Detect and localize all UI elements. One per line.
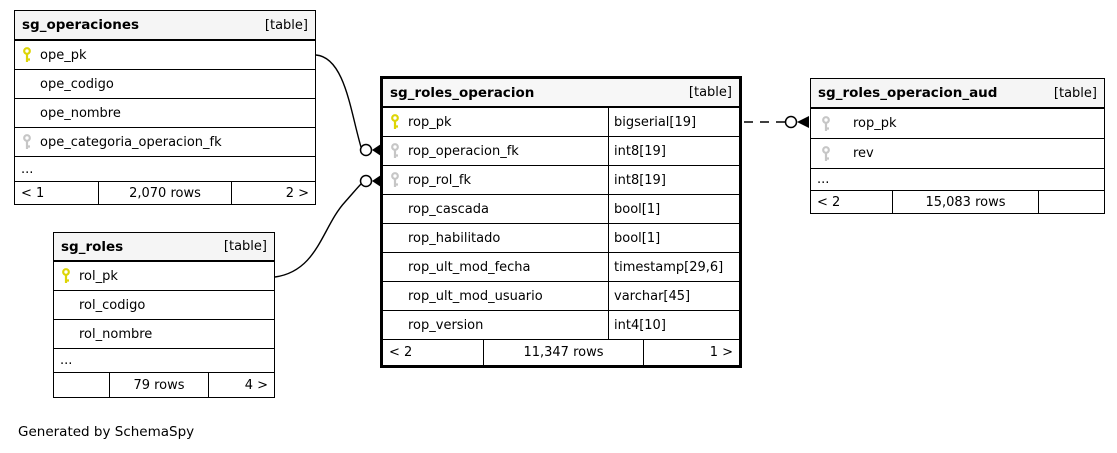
column-type: bool[1] — [608, 195, 739, 223]
column-name: rop_ult_mod_usuario — [408, 288, 543, 304]
table-header: sg_roles [table] — [54, 233, 274, 262]
child-tables-count: 2 > — [231, 182, 315, 204]
table-sg-roles[interactable]: sg_roles [table] rol_pk rol_codigo rol_n… — [53, 232, 275, 398]
column-row-rop-pk: rop_pk bigserial[19] — [383, 108, 739, 137]
table-type-badge: [table] — [688, 85, 732, 100]
table-title: sg_roles_operacion_aud — [818, 85, 998, 101]
table-header: sg_roles_operacion_aud [table] — [811, 79, 1104, 109]
parent-tables-count — [54, 373, 109, 397]
table-footer: < 1 2,070 rows 2 > — [15, 182, 315, 204]
child-tables-count: 1 > — [643, 340, 739, 365]
column-row-rop-version: rop_version int4[10] — [383, 311, 739, 340]
column-name: rol_codigo — [79, 297, 146, 313]
column-row-rop-operacion-fk: rop_operacion_fk int8[19] — [383, 137, 739, 166]
row-count: 15,083 rows — [892, 191, 1038, 213]
column-row-rop-pk: rop_pk — [811, 109, 1104, 139]
column-row-ope-nombre: ope_nombre — [15, 99, 315, 128]
column-row-rop-ult-mod-fecha: rop_ult_mod_fecha timestamp[29,6] — [383, 253, 739, 282]
primary-key-icon — [62, 268, 70, 283]
column-name: rop_cascada — [408, 201, 489, 217]
table-title: sg_roles_operacion — [390, 84, 535, 101]
connector-arrow-icon — [797, 116, 809, 128]
table-sg-roles-operacion[interactable]: sg_roles_operacion [table] rop_pk bigser… — [380, 76, 742, 368]
column-name: rev — [853, 146, 874, 161]
table-footer: < 2 15,083 rows — [811, 191, 1104, 213]
column-name: rop_pk — [408, 114, 452, 130]
table-header: sg_operaciones [table] — [15, 11, 315, 41]
column-row-rol-codigo: rol_codigo — [54, 291, 274, 320]
connector-circle-icon — [359, 174, 373, 188]
column-name: ope_codigo — [40, 76, 114, 92]
column-row-ope-codigo: ope_codigo — [15, 70, 315, 99]
column-name: rol_nombre — [79, 326, 153, 342]
child-tables-count — [1038, 191, 1104, 213]
primary-key-icon — [391, 114, 399, 129]
foreign-key-icon — [391, 143, 399, 158]
column-type: varchar[45] — [608, 282, 739, 310]
row-count: 79 rows — [109, 373, 208, 397]
table-type-badge: [table] — [1053, 85, 1097, 101]
implied-connector-roles-operacion-to-aud — [744, 115, 809, 129]
more-columns-ellipsis: ... — [54, 349, 274, 373]
connector-circle-icon — [784, 115, 798, 129]
primary-key-icon — [23, 47, 31, 62]
column-type: int8[19] — [608, 137, 739, 165]
column-row-ope-pk: ope_pk — [15, 41, 315, 70]
foreign-key-icon — [822, 115, 830, 131]
column-type: int8[19] — [608, 166, 739, 194]
column-row-ope-categoria-operacion-fk: ope_categoria_operacion_fk — [15, 128, 315, 157]
column-row-rol-pk: rol_pk — [54, 262, 274, 291]
column-type: bool[1] — [608, 224, 739, 252]
column-name: rop_pk — [853, 116, 897, 131]
table-type-badge: [table] — [264, 17, 308, 33]
column-type: int4[10] — [608, 311, 739, 339]
column-type: bigserial[19] — [608, 108, 739, 136]
column-name: rop_habilitado — [408, 230, 501, 246]
foreign-key-icon — [822, 145, 830, 161]
more-columns-ellipsis: ... — [15, 157, 315, 182]
column-name: ope_nombre — [40, 105, 121, 121]
column-type: timestamp[29,6] — [608, 253, 739, 281]
parent-tables-count: < 2 — [817, 194, 841, 210]
table-type-badge: [table] — [223, 239, 267, 254]
column-name: rop_operacion_fk — [408, 143, 519, 159]
column-row-rop-cascada: rop_cascada bool[1] — [383, 195, 739, 224]
column-row-rop-habilitado: rop_habilitado bool[1] — [383, 224, 739, 253]
table-header: sg_roles_operacion [table] — [383, 79, 739, 108]
column-name: rop_rol_fk — [408, 172, 471, 188]
child-tables-count: 4 > — [208, 373, 274, 397]
column-name: rol_pk — [79, 268, 118, 284]
table-footer: 79 rows 4 > — [54, 373, 274, 397]
fk-connector-operaciones-to-roles-operacion — [315, 54, 381, 157]
table-footer: < 2 11,347 rows 1 > — [383, 340, 739, 365]
column-row-rop-rol-fk: rop_rol_fk int8[19] — [383, 166, 739, 195]
table-sg-operaciones[interactable]: sg_operaciones [table] ope_pk ope_codigo… — [14, 10, 316, 205]
table-title: sg_operaciones — [22, 17, 140, 33]
parent-tables-count: < 2 — [389, 345, 413, 360]
row-count: 2,070 rows — [98, 182, 231, 204]
column-name: rop_version — [408, 317, 484, 333]
foreign-key-icon — [391, 172, 399, 187]
column-name: rop_ult_mod_fecha — [408, 259, 531, 275]
column-name: ope_pk — [40, 47, 87, 63]
column-row-rol-nombre: rol_nombre — [54, 320, 274, 349]
connector-circle-icon — [359, 143, 373, 157]
table-title: sg_roles — [61, 238, 124, 255]
foreign-key-icon — [23, 134, 31, 149]
table-sg-roles-operacion-aud[interactable]: sg_roles_operacion_aud [table] rop_pk re… — [810, 78, 1105, 214]
row-count: 11,347 rows — [483, 340, 643, 365]
parent-tables-count: < 1 — [21, 185, 45, 201]
column-row-rop-ult-mod-usuario: rop_ult_mod_usuario varchar[45] — [383, 282, 739, 311]
generator-credit: Generated by SchemaSpy — [18, 424, 195, 440]
column-name: ope_categoria_operacion_fk — [40, 134, 222, 150]
column-row-rev: rev — [811, 139, 1104, 169]
more-columns-ellipsis: ... — [811, 169, 1104, 191]
